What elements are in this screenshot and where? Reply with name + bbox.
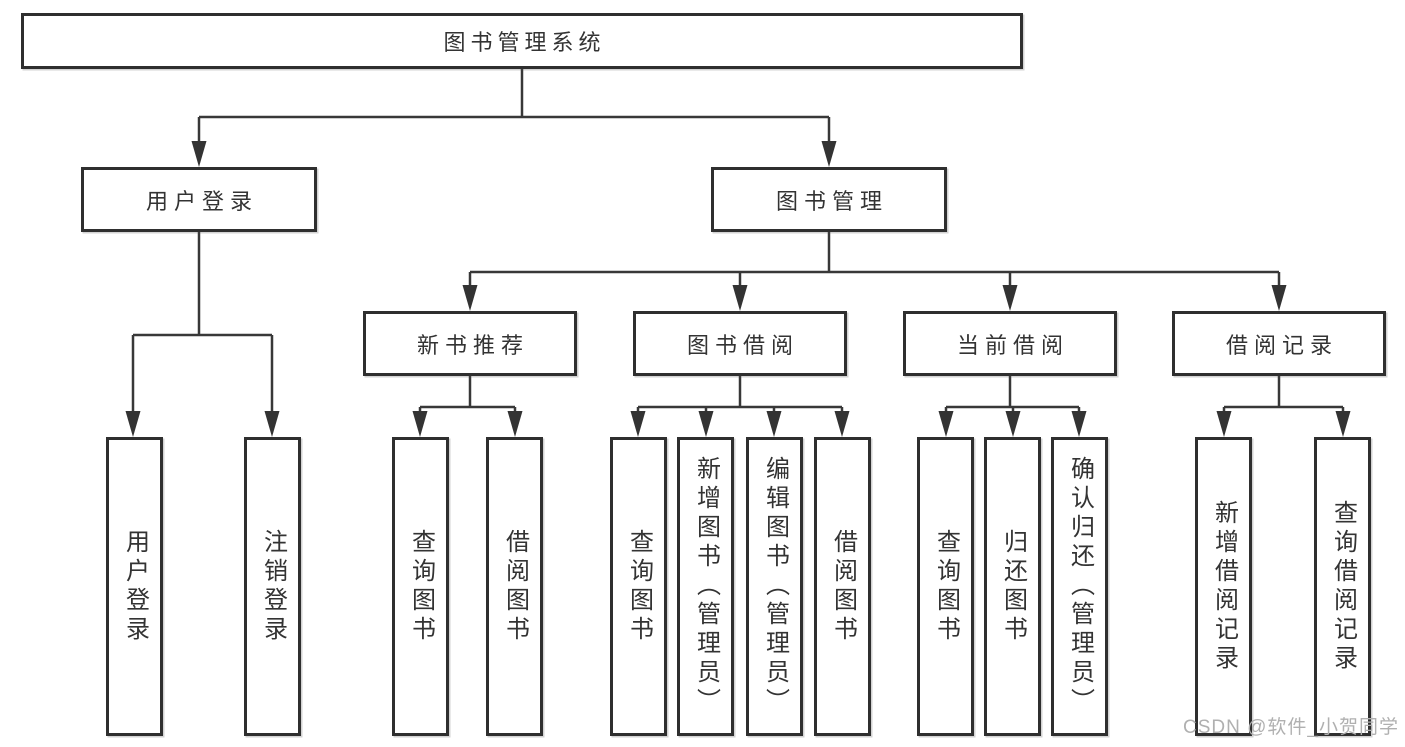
leaf-add-book-admin: 新增图书（管理员） bbox=[677, 437, 734, 736]
leaf-query-borrow-record: 查询借阅记录 bbox=[1314, 437, 1371, 736]
leaf-confirm-return-admin: 确认归还（管理员） bbox=[1051, 437, 1108, 736]
node-current-borrow: 当前借阅 bbox=[903, 311, 1117, 376]
leaf-user-login: 用户登录 bbox=[106, 437, 163, 736]
node-book-borrow: 图书借阅 bbox=[633, 311, 847, 376]
leaf-query-books-current: 查询图书 bbox=[917, 437, 974, 736]
leaf-add-borrow-record: 新增借阅记录 bbox=[1195, 437, 1252, 736]
leaf-borrow-books: 借阅图书 bbox=[814, 437, 871, 736]
leaf-edit-book-admin: 编辑图书（管理员） bbox=[746, 437, 803, 736]
leaf-borrow-books-recommend: 借阅图书 bbox=[486, 437, 543, 736]
leaf-return-book: 归还图书 bbox=[984, 437, 1041, 736]
leaf-logout: 注销登录 bbox=[244, 437, 301, 736]
node-root-system: 图书管理系统 bbox=[21, 13, 1023, 69]
leaf-query-books-recommend: 查询图书 bbox=[392, 437, 449, 736]
csdn-watermark: CSDN @软件_小贺同学 bbox=[1183, 717, 1399, 738]
node-book-management-branch: 图书管理 bbox=[711, 167, 947, 232]
node-user-login-branch: 用户登录 bbox=[81, 167, 317, 232]
leaf-query-books-borrow: 查询图书 bbox=[610, 437, 667, 736]
node-borrow-records: 借阅记录 bbox=[1172, 311, 1386, 376]
node-new-book-recommend: 新书推荐 bbox=[363, 311, 577, 376]
